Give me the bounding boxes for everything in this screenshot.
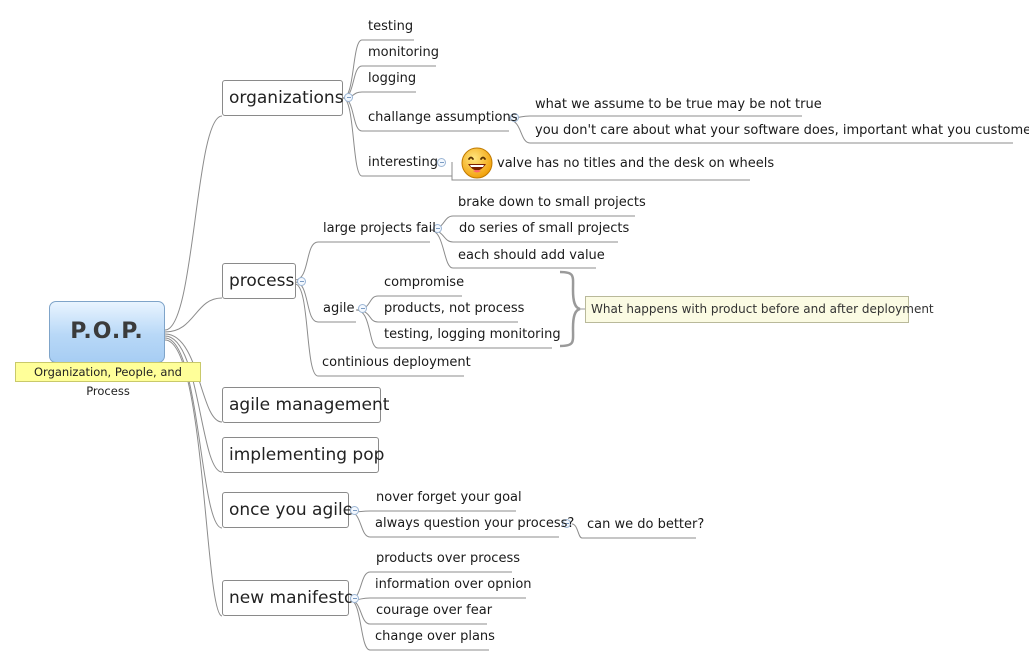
subtopic-always-question[interactable]: always question your process? [375, 516, 575, 531]
subtopic-valve[interactable]: valve has no titles and the desk on whee… [497, 156, 775, 171]
subtopic-agile[interactable]: agile [323, 301, 355, 316]
collapse-toggle-icon[interactable] [562, 519, 571, 528]
collapse-toggle-icon[interactable] [297, 277, 306, 286]
subtopic-change-over-plans[interactable]: change over plans [375, 629, 495, 644]
subtopic-each-add-value[interactable]: each should add value [458, 248, 605, 263]
subtopic-logging[interactable]: logging [368, 71, 417, 86]
subtopic-challange-assumptions[interactable]: challange assumptions [368, 110, 518, 125]
topic-agile-management[interactable]: agile management [222, 387, 389, 423]
subtopic-do-series[interactable]: do series of small projects [459, 221, 630, 236]
subtopic-brake-down[interactable]: brake down to small projects [458, 195, 646, 210]
collapse-toggle-icon[interactable] [433, 224, 442, 233]
subtopic-products-over-process[interactable]: products over process [376, 551, 520, 566]
topic-new-manifesto[interactable]: new manifesto [222, 580, 354, 616]
subtopic-interesting[interactable]: interesting [368, 155, 438, 170]
subtopic-testing-logging[interactable]: testing, logging monitoring [384, 327, 561, 342]
topic-process[interactable]: process [222, 263, 296, 299]
subtopic-courage-over-fear[interactable]: courage over fear [376, 603, 493, 618]
root-topic[interactable]: P.O.P. [49, 301, 165, 363]
root-title: P.O.P. [70, 319, 144, 344]
laughing-face-icon [461, 147, 493, 179]
topic-organizations[interactable]: organizations [222, 80, 344, 116]
root-note: Organization, People, and Process [15, 362, 201, 398]
subtopic-you-dont-care[interactable]: you don't care about what your software … [535, 123, 1029, 138]
collapse-toggle-icon[interactable] [358, 304, 367, 313]
collapse-toggle-icon[interactable] [344, 93, 353, 102]
collapse-toggle-icon[interactable] [350, 506, 359, 515]
collapse-toggle-icon[interactable] [350, 594, 359, 603]
subtopic-nover-forget[interactable]: nover forget your goal [376, 490, 522, 505]
topic-implementing-pop[interactable]: implementing pop [222, 437, 384, 473]
subtopic-what-we-assume[interactable]: what we assume to be true may be not tru… [535, 97, 822, 112]
subtopic-continious-deployment[interactable]: continious deployment [322, 355, 471, 370]
subtopic-testing[interactable]: testing [368, 19, 414, 34]
subtopic-compromise[interactable]: compromise [384, 275, 465, 290]
subtopic-information-over-opnion[interactable]: information over opnion [375, 577, 532, 592]
subtopic-can-we-do-better[interactable]: can we do better? [587, 517, 705, 532]
summary-callout[interactable]: What happens with product before and aft… [585, 296, 934, 323]
topic-once-you-agile[interactable]: once you agile [222, 492, 353, 528]
collapse-toggle-icon[interactable] [510, 113, 519, 122]
subtopic-products-not-process[interactable]: products, not process [384, 301, 525, 316]
subtopic-large-projects-fail[interactable]: large projects fail [323, 221, 436, 236]
summary-brace [559, 270, 581, 348]
subtopic-monitoring[interactable]: monitoring [368, 45, 439, 60]
collapse-toggle-icon[interactable] [437, 158, 446, 167]
